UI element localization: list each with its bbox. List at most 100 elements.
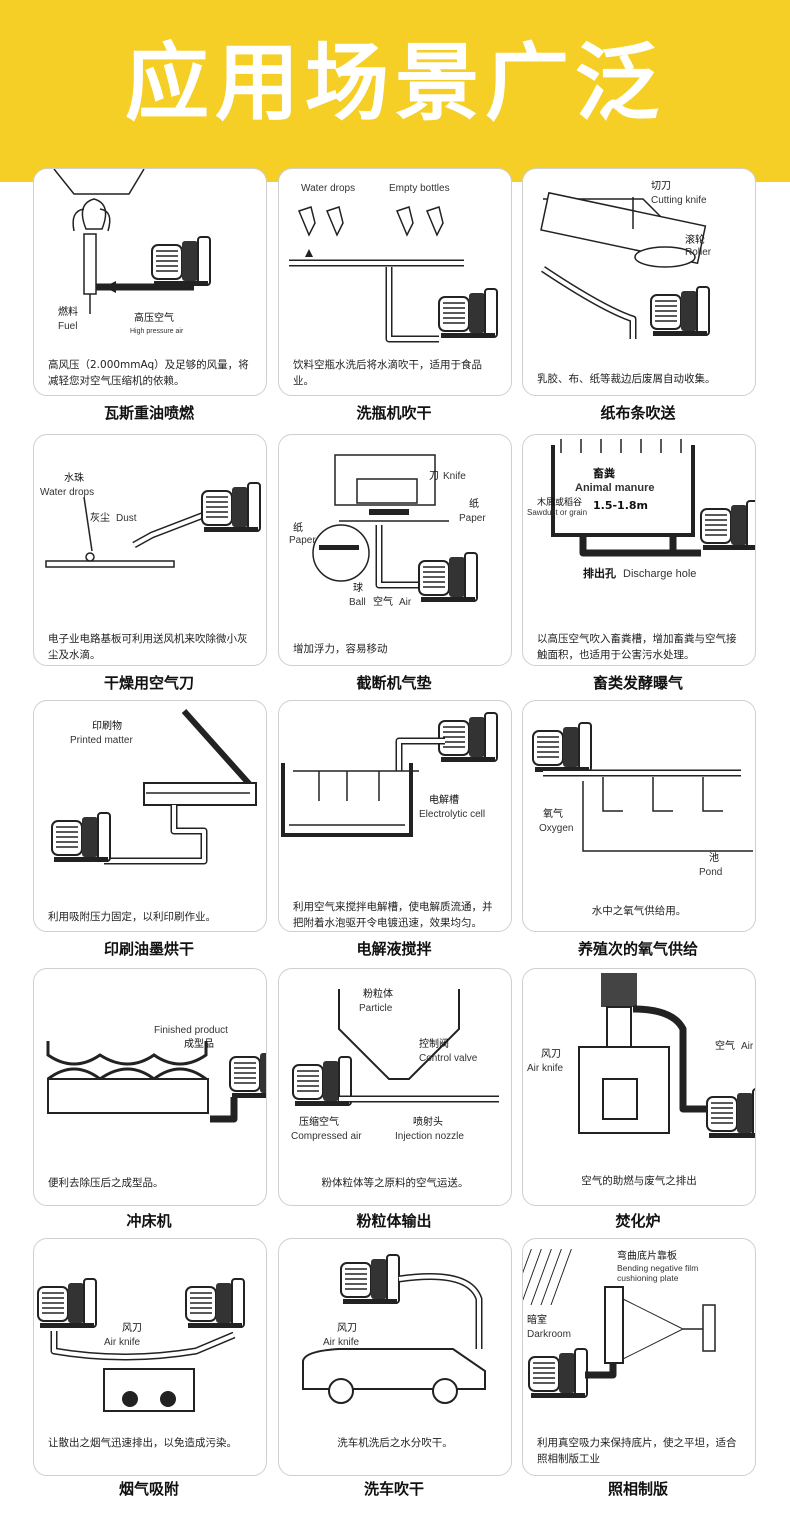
- dust-label-en: Dust: [116, 513, 137, 524]
- card-caption: 纸布条吹送: [600, 404, 676, 422]
- side-label-cn: 木屑或稻谷: [537, 496, 582, 508]
- card-manure-aeration: 畜粪 Animal manure 1.5-1.8m 排出孔 Discharge …: [522, 434, 756, 666]
- card-caption: 电解液搅拌: [356, 940, 432, 958]
- diagram-pond-oxygen: 氧气 Oxygen 池 Pond: [532, 722, 753, 878]
- manure-label-en: Animal manure: [575, 482, 654, 494]
- plate-label-cn: 弯曲底片靠板: [617, 1249, 677, 1262]
- cell-label-en: Electrolytic cell: [419, 809, 485, 820]
- card-desc: 便利去除压后之成型品。: [48, 1177, 164, 1189]
- printed-label-cn: 印刷物: [92, 719, 122, 732]
- dark-label-en: Darkroom: [527, 1329, 571, 1340]
- knife-label-en: Air knife: [323, 1337, 360, 1348]
- banner-title: 应用场景广泛: [124, 34, 665, 132]
- diagram-electrolyte-stirring: 电解槽 Electrolytic cell: [281, 712, 498, 837]
- paper-label-en: Paper: [459, 513, 486, 524]
- product-label-cn: 成型品: [184, 1037, 214, 1050]
- knife-label-cn: 风刀: [122, 1322, 142, 1334]
- card-caption: 养殖次的氧气供给: [577, 940, 698, 958]
- card-caption: 焚化炉: [615, 1212, 661, 1230]
- diagram-powder-conveying: 粉粒体 Particle 控制阀 Control valve 压缩空气 Comp…: [291, 987, 499, 1142]
- dark-label-cn: 暗室: [527, 1313, 547, 1326]
- card-caption: 洗车吹干: [363, 1480, 424, 1498]
- paper2-label-en: Paper: [289, 535, 316, 546]
- card-desc: 饮料空瓶水洗后将水滴吹干，适用于食品业。: [293, 359, 482, 387]
- diagram-car-wash: 风刀 Air knife: [302, 1254, 486, 1404]
- card-desc: 利用真空吸力来保持底片，使之平坦，适合照相制版工业: [537, 1437, 737, 1465]
- card-desc: 电子业电路基板可利用送风机来吹除微小灰尘及水滴。: [48, 633, 248, 661]
- card-gas-burner: 燃料 Fuel 高压空气 High pressure air 高风压（2.000…: [33, 168, 267, 396]
- diagram-photo-platemaking: 弯曲底片靠板 Bending negative film cushioning …: [523, 1249, 716, 1399]
- ball-label-cn: 球: [353, 581, 363, 594]
- paper-label-cn: 纸: [469, 497, 479, 510]
- pond-label-cn: 池: [709, 851, 719, 864]
- water-label-en: Water drops: [40, 487, 94, 498]
- card-punch-press: Finished product 成型品 便利去除压后之成型品。: [33, 968, 267, 1206]
- card-desc: 以高压空气吹入畜粪槽，增加畜粪与空气接触面积，也适用于公害污水处理。: [537, 633, 737, 661]
- card-bottle-washer: Water drops Empty bottles 饮料空瓶水洗后将水滴吹干，适…: [278, 168, 512, 396]
- hole-label-en: Discharge hole: [623, 568, 696, 580]
- knife-label-en: Air knife: [527, 1063, 564, 1074]
- fuel-label-cn: 燃料: [58, 305, 78, 318]
- diagram-gas-burner: 燃料 Fuel 高压空气 High pressure air: [53, 169, 211, 335]
- card-fume-extraction: 风刀 Air knife 让散出之烟气迅速排出，以免造成污染。: [33, 1238, 267, 1476]
- diagram-cutter-air-cushion: 刀 Knife 纸 Paper 纸 Paper 球 Ball 空气 Air: [289, 454, 486, 608]
- card-caption: 烟气吸附: [118, 1480, 179, 1498]
- card-caption: 照相制版: [607, 1480, 668, 1498]
- card-caption: 洗瓶机吹干: [356, 404, 432, 422]
- side-label-en: Sawdust or grain: [527, 508, 587, 517]
- roller-label-en: Roller: [685, 247, 712, 258]
- card-caption: 瓦斯重油喷燃: [103, 404, 194, 422]
- water-label-cn: 水珠: [64, 471, 84, 484]
- diagram-bottle-washer: Water drops Empty bottles: [289, 183, 498, 343]
- card-caption: 冲床机: [126, 1212, 172, 1230]
- valve-label-en: Control valve: [419, 1053, 478, 1064]
- oxygen-label-cn: 氧气: [543, 807, 563, 820]
- particle-label-cn: 粉粒体: [363, 987, 393, 1000]
- diagram-ink-drying: 印刷物 Printed matter: [51, 708, 257, 865]
- card-air-knife-drying: 水珠 Water drops 灰尘 Dust 电子业电路基板可利用送风机来吹除微…: [33, 434, 267, 666]
- card-electrolyte-stirring: 电解槽 Electrolytic cell 利用空气来搅拌电解槽，使电解质流通，…: [278, 700, 512, 932]
- card-desc: 乳胶、布、纸等裁边后废屑自动收集。: [537, 373, 716, 385]
- card-caption: 粉粒体输出: [356, 1212, 432, 1230]
- ball-label-en: Ball: [349, 597, 366, 608]
- card-desc: 让散出之烟气迅速排出，以免造成污染。: [48, 1437, 237, 1449]
- hole-label-cn: 排出孔: [583, 566, 616, 580]
- water-label-en: Water drops: [301, 183, 355, 194]
- pond-label-en: Pond: [699, 867, 722, 878]
- header-banner: 应用场景广泛: [0, 0, 790, 182]
- diagram-incinerator: 空气 Air 风刀 Air knife: [527, 973, 755, 1139]
- particle-label-en: Particle: [359, 1003, 393, 1014]
- knife-label-en: Cutting knife: [651, 195, 707, 206]
- card-photo-platemaking: 弯曲底片靠板 Bending negative film cushioning …: [522, 1238, 756, 1476]
- plate-label-en1: Bending negative film: [617, 1263, 698, 1273]
- card-caption: 畜类发酵曝气: [592, 674, 683, 692]
- air-label-cn: 空气: [715, 1039, 735, 1052]
- knife-label-cn: 风刀: [337, 1322, 357, 1334]
- card-desc: 利用空气来搅拌电解槽，使电解质流通，并把附着水泡驱开令电镀迅速，效果均匀。: [293, 901, 493, 929]
- paper2-label-cn: 纸: [293, 521, 303, 534]
- oxygen-label-en: Oxygen: [539, 823, 573, 834]
- card-desc: 空气的助燃与废气之排出: [581, 1175, 697, 1187]
- card-caption: 干燥用空气刀: [103, 674, 194, 692]
- card-ink-drying: 印刷物 Printed matter 利用吸附压力固定，以利印刷作业。: [33, 700, 267, 932]
- knife-label-cn: 切刀: [651, 180, 671, 192]
- card-powder-conveying: 粉粒体 Particle 控制阀 Control valve 压缩空气 Comp…: [278, 968, 512, 1206]
- manure-label-cn: 畜粪: [593, 466, 615, 480]
- knife-label-cn: 刀: [429, 471, 439, 482]
- knife-label-en: Air knife: [104, 1337, 141, 1348]
- plate-label-en2: cushioning plate: [617, 1273, 679, 1283]
- diagram-manure-aeration: 畜粪 Animal manure 1.5-1.8m 排出孔 Discharge …: [527, 439, 755, 580]
- air-label-en: Air: [399, 597, 412, 608]
- card-cutter-air-cushion: 刀 Knife 纸 Paper 纸 Paper 球 Ball 空气 Air 增加…: [278, 434, 512, 666]
- bottle-label-en: Empty bottles: [389, 183, 450, 194]
- card-caption: 印刷油墨烘干: [103, 940, 194, 958]
- depth-label: 1.5-1.8m: [593, 499, 648, 512]
- diagram-fume-extraction: 风刀 Air knife: [37, 1278, 245, 1412]
- nozzle-label-en: Injection nozzle: [395, 1131, 464, 1142]
- card-incinerator: 空气 Air 风刀 Air knife 空气的助燃与废气之排出: [522, 968, 756, 1206]
- diagram-paper-strip: 切刀 Cutting knife 滚轮 Roller: [540, 180, 712, 339]
- card-caption: 截断机气垫: [356, 674, 432, 692]
- air-label-cn: 空气: [373, 595, 393, 608]
- card-desc: 粉体粒体等之原料的空气运送。: [321, 1177, 469, 1189]
- card-desc: 利用吸附压力固定，以利印刷作业。: [48, 911, 216, 923]
